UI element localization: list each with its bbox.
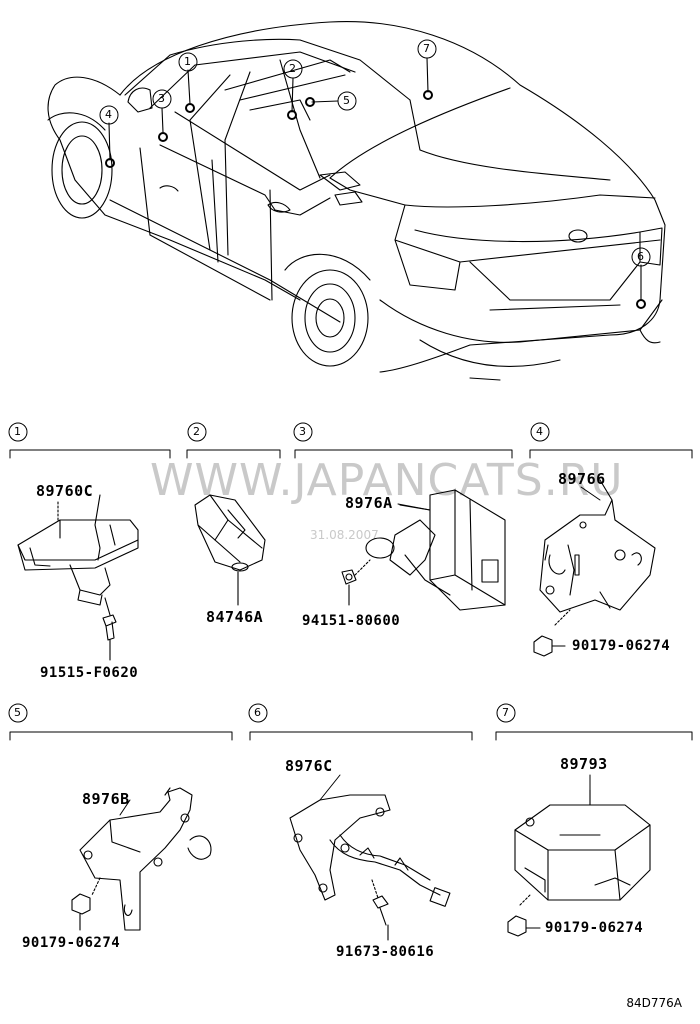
part-90179-06274-c	[507, 915, 541, 937]
part-84746a	[194, 494, 266, 606]
drawing-code: 84D776A	[626, 996, 682, 1010]
callout-1: 1	[184, 55, 191, 68]
part-label-84746a: 84746A	[206, 608, 264, 626]
callout-2: 2	[289, 62, 296, 75]
section-number-6: 6	[254, 706, 261, 719]
vehicle-illustration	[47, 20, 666, 381]
part-89766	[539, 479, 656, 626]
section-number-2: 2	[193, 425, 200, 438]
section-number-7: 7	[502, 706, 509, 719]
callout-circles	[99, 39, 651, 267]
part-label-91673-80616: 91673-80616	[336, 944, 435, 960]
callout-4: 4	[105, 108, 112, 121]
part-label-90179-06274-a: 90179-06274	[572, 638, 671, 654]
section-number-5: 5	[14, 706, 21, 719]
section-headers	[8, 422, 693, 741]
part-8976c	[289, 794, 451, 907]
part-91673-80616	[372, 895, 389, 941]
callout-3: 3	[158, 92, 165, 105]
section-number-3: 3	[299, 425, 306, 438]
part-label-8976b: 8976B	[82, 790, 130, 808]
part-89793	[514, 789, 651, 906]
part-label-8976a: 8976A	[345, 494, 393, 512]
mount-points	[105, 90, 646, 309]
part-label-89793: 89793	[560, 755, 608, 773]
part-90179-06274-b	[71, 893, 91, 931]
callout-6: 6	[637, 250, 644, 263]
callout-7: 7	[423, 42, 430, 55]
part-label-90179-06274-b: 90179-06274	[22, 935, 121, 951]
watermark-date: 31.08.2007	[310, 528, 379, 542]
part-8976a	[354, 489, 506, 611]
part-label-91515-f0620: 91515-F0620	[40, 665, 139, 681]
watermark-site: WWW.JAPANCATS.RU	[150, 455, 624, 506]
part-91515-f0620	[102, 614, 117, 661]
callout-5: 5	[343, 94, 350, 107]
part-label-89766: 89766	[558, 470, 606, 488]
part-90179-06274-a	[533, 635, 566, 657]
part-94151-80600	[341, 569, 357, 606]
section-number-1: 1	[14, 425, 21, 438]
part-label-90179-06274-c: 90179-06274	[545, 920, 644, 936]
part-label-94151-80600: 94151-80600	[302, 613, 401, 629]
part-8976b	[79, 787, 212, 931]
part-89760c	[17, 494, 139, 616]
part-label-8976c: 8976C	[285, 757, 333, 775]
leader-lines	[119, 486, 601, 816]
part-label-89760c: 89760C	[36, 482, 94, 500]
section-number-4: 4	[536, 425, 543, 438]
